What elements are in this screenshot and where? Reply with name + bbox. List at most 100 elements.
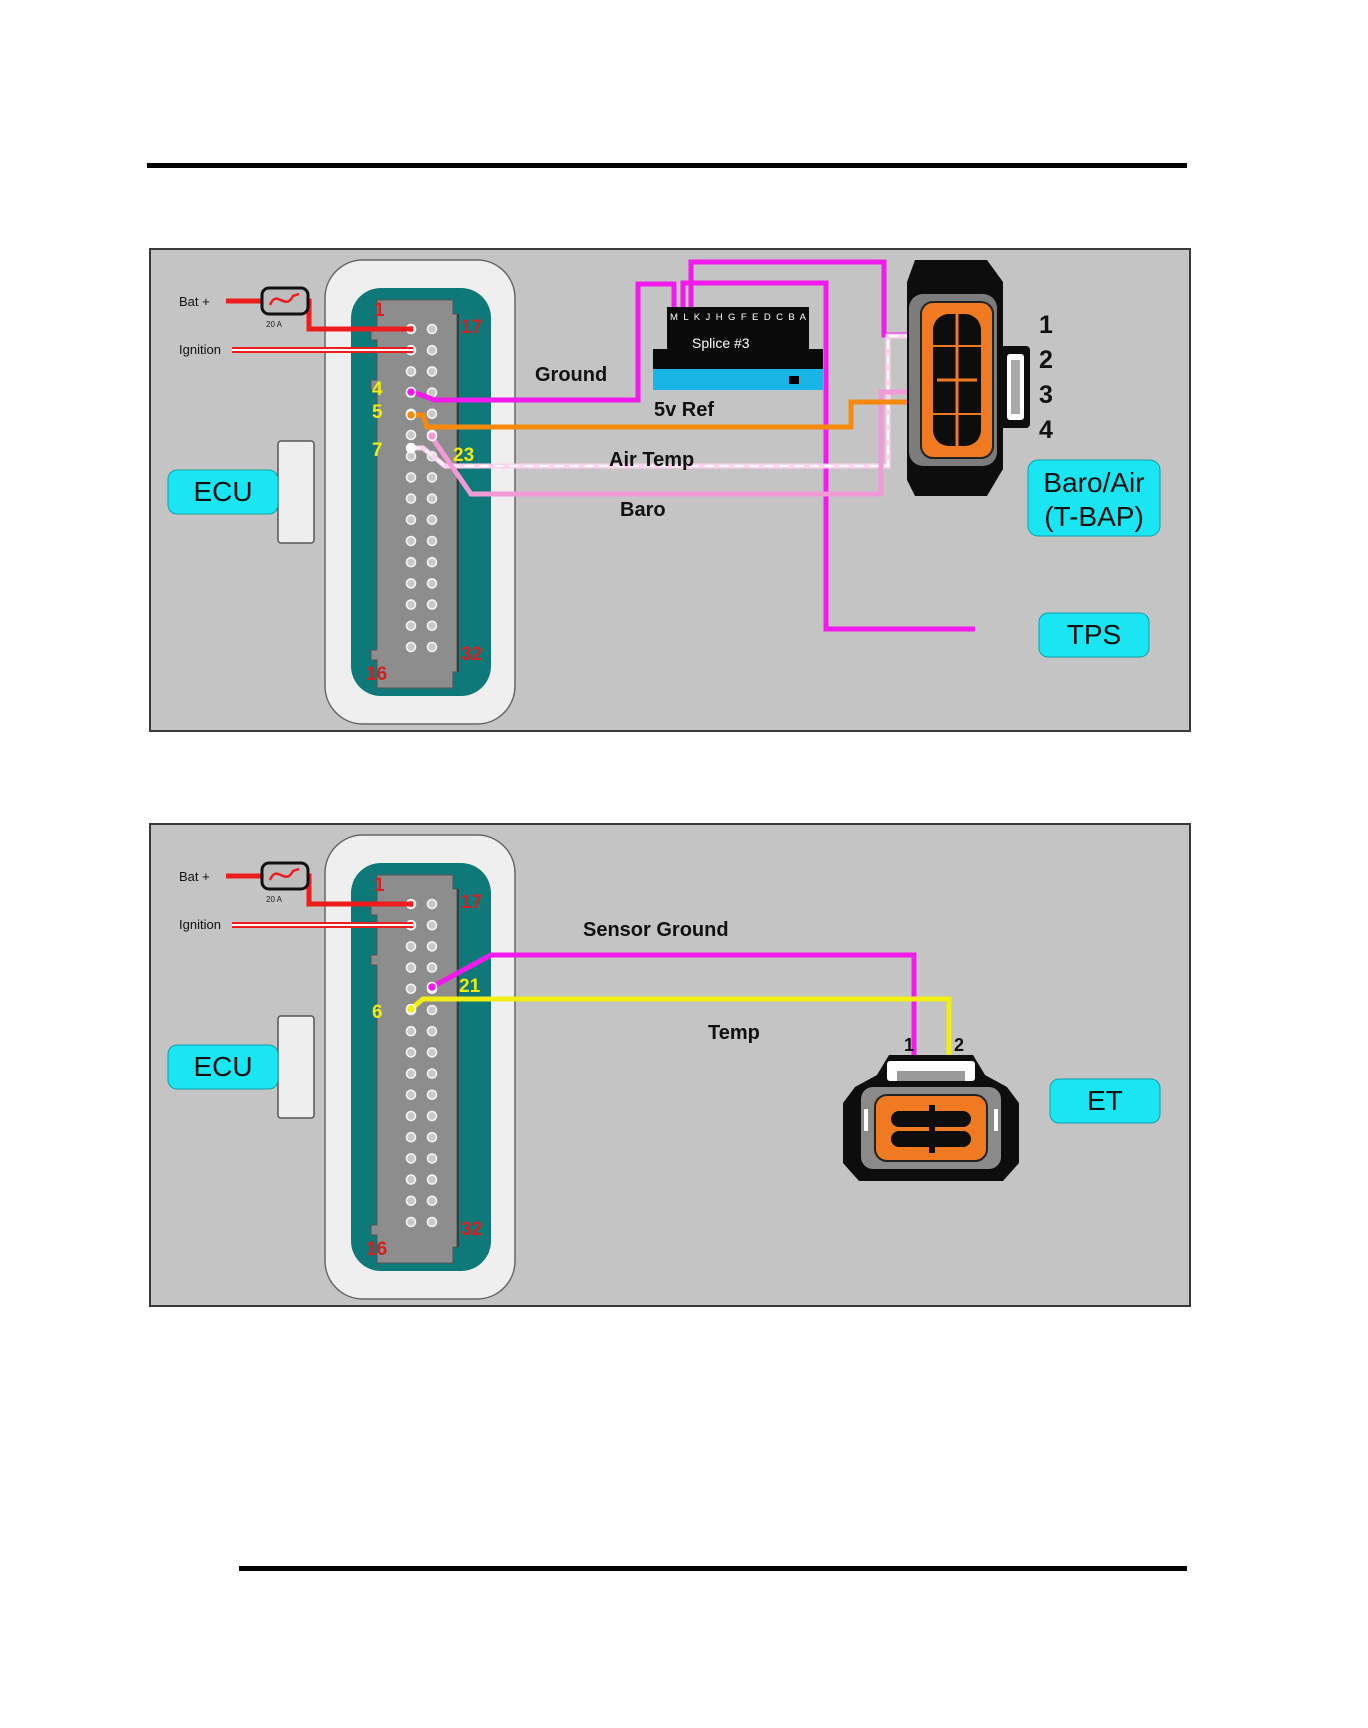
pin-6-dot [407,1005,416,1014]
ecu-pin [407,1027,416,1036]
ecu-pin [428,1027,437,1036]
engine-temp-sensor-connector [843,1055,1019,1181]
splice-label: Splice #3 [692,335,750,351]
baro-air-label-line1: Baro/Air [1043,467,1144,498]
ecu-pin [428,1133,437,1142]
ecu-label: ECU [193,1051,252,1082]
pin-21-dot [428,983,437,992]
wiring-diagram-engine-temp: Bat + 20 A Ignition 1 17 16 32 6 2 1 Sens… [149,823,1191,1307]
ecu-pin [407,494,416,503]
ecu-pin [407,367,416,376]
ignition-label: Ignition [179,342,221,357]
pin-1-label: 1 [374,300,385,321]
sensor-pin-1-label: 1 [1039,311,1053,339]
ecu-pin [428,621,437,630]
ecu-pin [407,515,416,524]
ecu-pin [428,1196,437,1205]
ecu-pin [428,409,437,418]
ecu-pin [428,325,437,334]
top-rule [147,163,1187,168]
pin-17-label: 17 [461,317,482,338]
pin-5-label: 5 [372,402,383,423]
ecu-pin [407,431,416,440]
ground-wire-label: Ground [535,364,607,386]
ecu-pin [428,367,437,376]
sensor-pin-3-label: 3 [1039,381,1053,409]
ecu-pin [428,1175,437,1184]
pin-16-label: 16 [366,1239,387,1260]
ecu-pin [428,1218,437,1227]
ecu-pin [407,1133,416,1142]
ecu-pin [428,600,437,609]
pin-5-dot [407,411,416,420]
ecu-pin [428,494,437,503]
ecu-pin [407,1218,416,1227]
baro-air-sensor-connector [907,260,1030,496]
ecu-pin [428,900,437,909]
ecu-pin [407,1090,416,1099]
pin-32-label: 32 [461,1219,482,1240]
splice-letters: M L K J H G F E D C B A [670,312,807,323]
ecu-pin [428,579,437,588]
bottom-rule [239,1566,1187,1571]
ecu-pin [407,579,416,588]
ecu-pin [428,558,437,567]
et-label: ET [1087,1085,1123,1116]
ecu-pin [407,963,416,972]
ecu-pin [428,1048,437,1057]
ecu-pin [428,1090,437,1099]
ecu-pin [428,346,437,355]
sensor-ground-wire-label: Sensor Ground [583,919,729,941]
wiring-diagram-baro-tps: Bat + 20 A Ignition 1 17 16 32 4 5 7 23 … [149,248,1191,732]
pin-23-dot [428,432,437,441]
pin-17-label: 17 [461,892,482,913]
temp-wire-label: Temp [708,1022,760,1044]
baro-wire-label: Baro [620,499,666,521]
pin-4-dot [407,388,416,397]
pin-16-label: 16 [366,664,387,685]
fuse-rating-label: 20 A [266,320,283,329]
ecu-pin [407,600,416,609]
ecu-pin [407,942,416,951]
pin-23-label: 23 [453,445,474,466]
sensor-pin-2-label: 2 [1039,346,1053,374]
ecu-pin [428,1112,437,1121]
pin-6-label: 6 [372,1002,383,1023]
sensor-pin-4-label: 4 [1039,416,1053,444]
ecu-pin [428,921,437,930]
ecu-pin [407,1069,416,1078]
pin-1-label: 1 [374,875,385,896]
ecu-pin [428,942,437,951]
ecu-pin [407,1112,416,1121]
ecu-pin [407,984,416,993]
ecu-pin [428,1006,437,1015]
ecu-pin [407,621,416,630]
ecu-label: ECU [193,476,252,507]
ecu-pin [428,515,437,524]
ecu-pin [407,473,416,482]
ecu-pin [428,963,437,972]
bat-plus-label: Bat + [179,294,210,309]
ecu-pin [428,1069,437,1078]
ecu-pin [407,1196,416,1205]
ecu-pin [428,1154,437,1163]
pin-7-dot [407,444,416,453]
sensor-pin-1-label: 1 [904,1035,914,1055]
ecu-pin [407,1175,416,1184]
bat-plus-label: Bat + [179,869,210,884]
ecu-pin [407,1154,416,1163]
tps-label: TPS [1067,619,1121,650]
sensor-pin-2-label: 2 [954,1035,964,1055]
5v-ref-wire-label: 5v Ref [654,399,714,421]
ecu-pin [428,643,437,652]
ecu-pin [407,1048,416,1057]
pin-4-label: 4 [372,379,383,400]
ecu-pin [428,537,437,546]
pin-32-label: 32 [461,644,482,665]
ecu-pin [407,558,416,567]
ecu-pin [428,473,437,482]
ignition-label: Ignition [179,917,221,932]
pin-7-label: 7 [372,440,383,461]
ecu-pin [407,537,416,546]
fuse-rating-label: 20 A [266,895,283,904]
